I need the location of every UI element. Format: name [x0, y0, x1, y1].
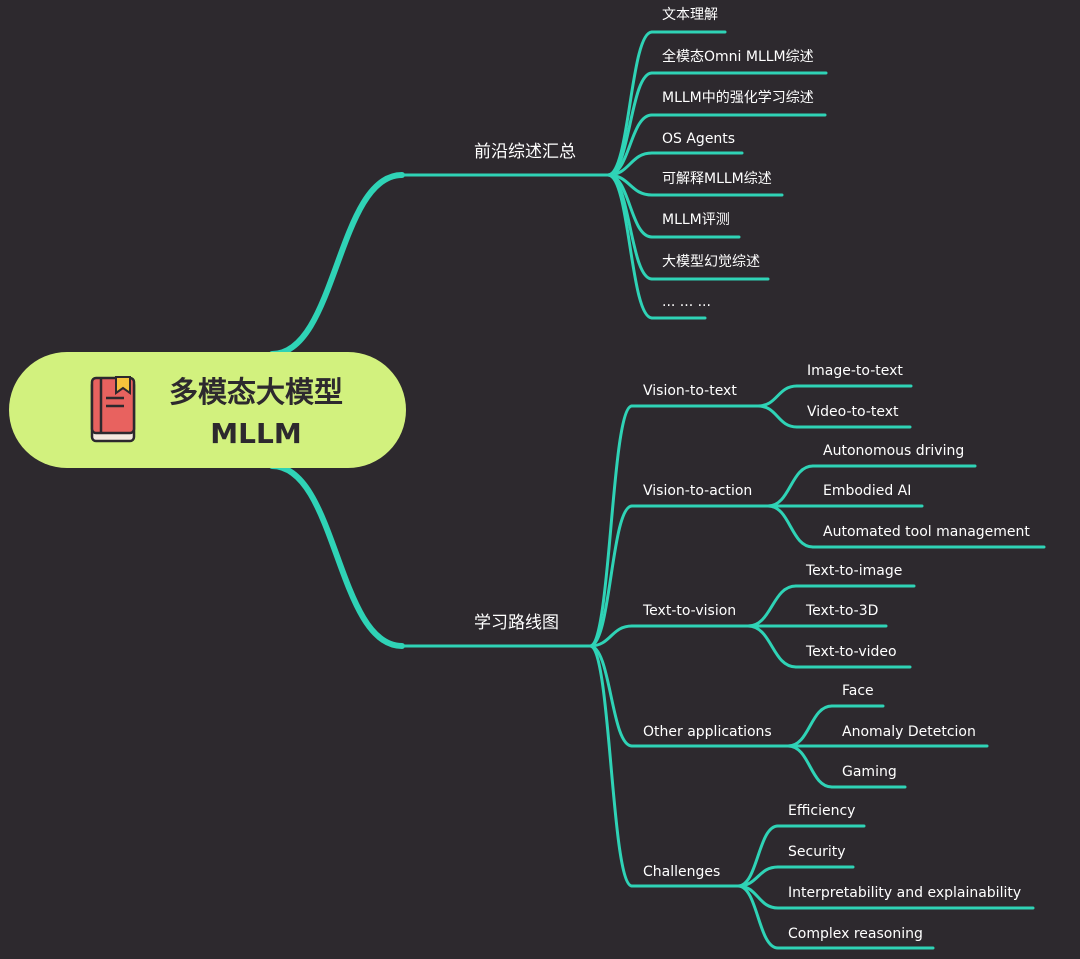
edge-roadmap-mid [588, 504, 634, 648]
edge-roadmap-mid [588, 624, 634, 648]
leaf-video-to-text: Video-to-text [807, 404, 899, 420]
edge-roadmap-leaf [746, 624, 798, 669]
roadmap-vision-to-text-label: Vision-to-text [643, 383, 737, 399]
edge-roadmap-leaf [766, 504, 815, 549]
edge-roadmap-leaf [786, 704, 834, 748]
roadmap-other-applications-label: Other applications [643, 724, 772, 740]
leaf-text-to-image: Text-to-image [805, 563, 902, 579]
roadmap-vision-to-action-label: Vision-to-action [643, 483, 752, 499]
edge-roadmap-leaf [766, 464, 815, 508]
leaf-anomaly-detection: Anomaly Detetcion [842, 724, 976, 740]
edge-root-roadmap [269, 463, 405, 649]
root-subtitle: MLLM [210, 417, 301, 450]
branch-roadmap-label: 学习路线图 [474, 613, 559, 633]
edge-roadmap-mid [588, 644, 634, 748]
survey-leaf-mllm-evaluation: MLLM评测 [662, 212, 730, 228]
leaf-security: Security [788, 844, 846, 860]
leaf-efficiency: Efficiency [788, 803, 855, 819]
edge-roadmap-mid [588, 644, 634, 888]
leaf-complex-reasoning: Complex reasoning [788, 926, 923, 942]
edge-roadmap-leaf [786, 744, 834, 789]
survey-leaf-rl-in-mllm: MLLM中的强化学习综述 [662, 90, 814, 106]
connector-lines [269, 30, 1046, 950]
edge-roadmap-mid [588, 404, 634, 648]
edge-roadmap-leaf [756, 384, 799, 408]
survey-leaf-hallucination: 大模型幻觉综述 [662, 254, 760, 270]
root-title: 多模态大模型 [169, 375, 343, 409]
edge-roadmap-leaf [756, 404, 799, 429]
edge-survey-leaf [606, 173, 654, 320]
leaf-interpretability: Interpretability and explainability [788, 885, 1021, 901]
survey-leaf-os-agents: OS Agents [662, 131, 735, 147]
branch-survey-label: 前沿综述汇总 [474, 142, 576, 162]
survey-leaf-text-understanding: 文本理解 [662, 7, 718, 23]
edge-survey-leaf [606, 173, 654, 281]
roadmap-text-to-vision-label: Text-to-vision [642, 603, 736, 619]
book-icon [90, 376, 136, 443]
leaf-image-to-text: Image-to-text [807, 363, 903, 379]
edge-survey-leaf [606, 71, 654, 177]
root-node: 多模态大模型 MLLM [9, 352, 406, 468]
leaf-text-to-3d: Text-to-3D [805, 603, 878, 619]
survey-leaf-explainable-mllm: 可解释MLLM综述 [662, 171, 772, 187]
roadmap-challenges-label: Challenges [643, 864, 720, 880]
leaf-automated-tool-management: Automated tool management [823, 524, 1030, 540]
edge-root-survey [269, 172, 405, 357]
edge-roadmap-leaf [746, 584, 798, 628]
survey-leaf-omni-mllm: 全模态Omni MLLM综述 [662, 48, 814, 65]
survey-leaf-ellipsis: ... ... ... [662, 294, 711, 310]
leaf-autonomous-driving: Autonomous driving [823, 443, 964, 459]
leaf-embodied-ai: Embodied AI [823, 483, 911, 499]
leaf-text-to-video: Text-to-video [805, 644, 897, 660]
edge-roadmap-leaf [736, 884, 780, 950]
root-node-pill [9, 352, 406, 468]
leaf-face: Face [842, 683, 874, 699]
leaf-gaming: Gaming [842, 764, 897, 780]
